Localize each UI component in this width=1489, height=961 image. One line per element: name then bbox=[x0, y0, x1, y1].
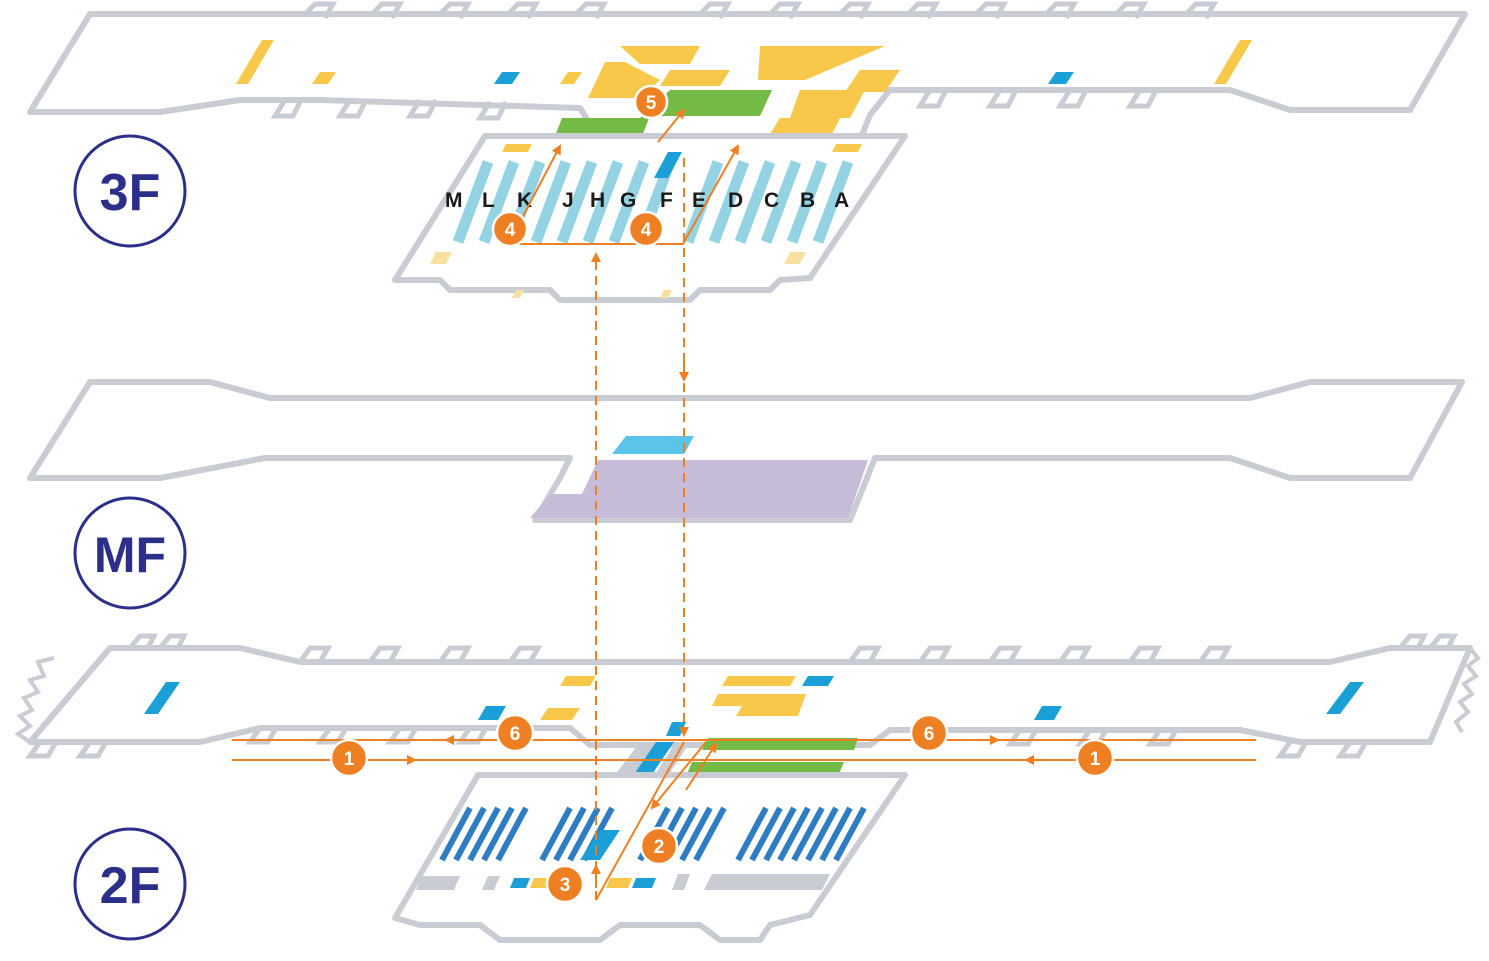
route-2f-up bbox=[685, 742, 718, 791]
gate-markers-2f bbox=[144, 676, 1364, 736]
escalator-2f-center bbox=[580, 830, 620, 860]
shop-3f-ne bbox=[832, 144, 862, 152]
floor-2f bbox=[14, 633, 1481, 943]
counter-label-b: B bbox=[800, 189, 815, 212]
counter-label-g: G bbox=[620, 189, 636, 212]
svg-text:5: 5 bbox=[646, 93, 657, 114]
counters-3f bbox=[452, 160, 854, 244]
counter-label-l: L bbox=[482, 189, 495, 212]
floor-badge-3f bbox=[73, 134, 187, 248]
shops-3f bbox=[236, 40, 1252, 134]
gate-marker-3f-center bbox=[654, 152, 682, 178]
gate-marker-3f-right bbox=[1048, 72, 1074, 84]
floor-label-mf: MF bbox=[73, 496, 187, 610]
edge-left-2f bbox=[14, 656, 55, 744]
counter-label-h: H bbox=[590, 189, 605, 212]
step-marker-1-left: 1 bbox=[329, 738, 369, 778]
floor-badge-2f bbox=[73, 827, 187, 941]
shop-3f-sw bbox=[430, 252, 452, 264]
step-marker-5: 5 bbox=[633, 84, 669, 120]
step-markers: 5 4 4 6 6 1 1 2 bbox=[329, 84, 1115, 904]
route-2f-down bbox=[650, 741, 707, 810]
step-marker-3: 3 bbox=[545, 864, 585, 904]
step-marker-6-right: 6 bbox=[909, 713, 949, 753]
step-marker-2: 2 bbox=[639, 826, 679, 866]
shops-2f bbox=[540, 676, 806, 790]
floor-label-mf-text: MF bbox=[94, 527, 166, 583]
mezzanine-area bbox=[530, 460, 868, 518]
counter-label-c: C bbox=[764, 189, 779, 212]
step-marker-1-right: 1 bbox=[1075, 738, 1115, 778]
shop-3f-s1 bbox=[512, 290, 524, 298]
floor-label-3f-text: 3F bbox=[100, 164, 161, 222]
counter-label-d: D bbox=[728, 189, 743, 212]
shop-3f-s2 bbox=[660, 290, 672, 298]
counter-label-j: J bbox=[562, 189, 574, 212]
shop-3f-se bbox=[784, 252, 806, 264]
floor-label-2f-text: 2F bbox=[100, 857, 161, 915]
gates-bottom-3f bbox=[270, 88, 1159, 121]
svg-text:4: 4 bbox=[505, 220, 516, 241]
floor-label-2f: 2F bbox=[73, 827, 187, 941]
route-3f-k bbox=[519, 144, 561, 223]
gate-marker-mf bbox=[612, 436, 694, 454]
svg-text:6: 6 bbox=[924, 724, 935, 745]
floor-badge-mf bbox=[73, 496, 187, 610]
floor-mf bbox=[27, 379, 1465, 523]
counter-label-m: M bbox=[445, 189, 463, 212]
floor-3f: M L K J H G F E D C B A bbox=[27, 1, 1468, 303]
concourse-mf bbox=[27, 379, 1465, 523]
svg-text:1: 1 bbox=[1090, 749, 1101, 770]
svg-text:6: 6 bbox=[510, 724, 521, 745]
lounge-2f bbox=[686, 738, 858, 776]
svg-text:2: 2 bbox=[654, 837, 665, 858]
edge-right-2f bbox=[1453, 646, 1481, 734]
step-marker-4-right: 4 bbox=[627, 210, 665, 248]
gates-top-3f bbox=[303, 1, 1219, 20]
route-2f-diag bbox=[595, 741, 685, 901]
gate-marker-3f-left bbox=[494, 72, 520, 84]
gates-bottom-2f bbox=[25, 726, 1369, 759]
counter-label-f: F bbox=[660, 189, 673, 212]
route-3f-lounge bbox=[657, 108, 686, 143]
gates-top-2f bbox=[128, 633, 1459, 664]
counter-label-a: A bbox=[834, 189, 849, 212]
counter-label-k: K bbox=[517, 189, 532, 212]
route-3f-bottom bbox=[518, 144, 739, 245]
svg-text:3: 3 bbox=[560, 875, 571, 896]
floor-label-3f: 3F bbox=[73, 134, 187, 248]
counter-label-e: E bbox=[692, 189, 706, 212]
shop-3f-nw bbox=[502, 144, 532, 152]
step-marker-6-left: 6 bbox=[495, 713, 535, 753]
svg-text:1: 1 bbox=[344, 749, 355, 770]
svg-text:4: 4 bbox=[641, 220, 652, 241]
step-marker-4-left: 4 bbox=[491, 210, 529, 248]
